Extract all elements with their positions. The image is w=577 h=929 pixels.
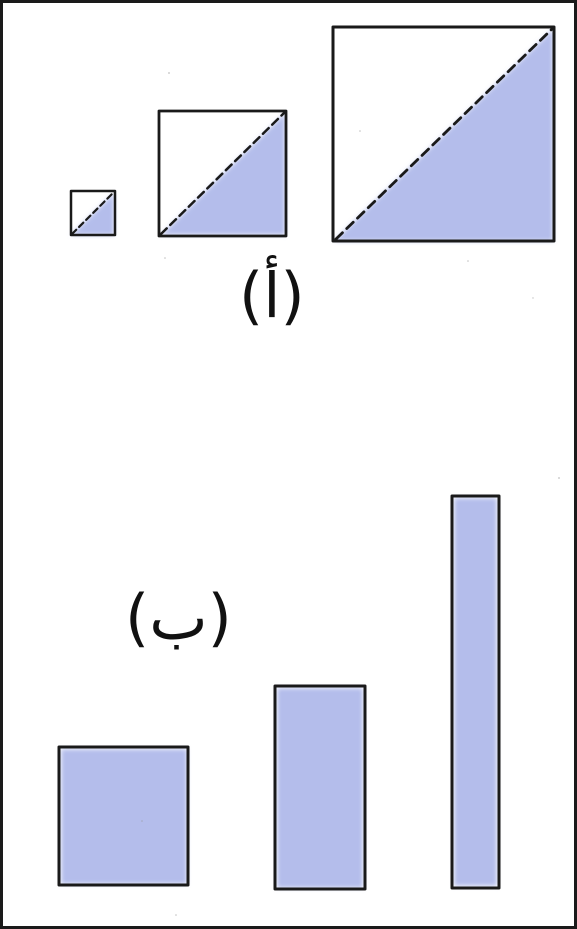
square-rectangle-fill [61, 749, 187, 884]
medium-rectangle-outline [273, 684, 367, 891]
small-square [69, 189, 117, 237]
tall-rectangle-outline [450, 494, 501, 890]
small-square-outline [69, 189, 117, 237]
diagram-canvas [57, 25, 560, 916]
tall-rectangle-fill [454, 498, 497, 886]
square-rectangle [57, 745, 190, 887]
paper-specks [141, 72, 560, 916]
medium-rectangle-fill [277, 688, 363, 888]
large-square [331, 25, 556, 243]
group-b-label: (ب) [125, 581, 232, 654]
large-square-outline [331, 25, 556, 243]
large-square-diagonal [334, 27, 554, 241]
square-rectangle-outline [57, 745, 190, 887]
tall-rectangle [450, 494, 501, 890]
medium-square-diagonal [159, 111, 286, 236]
medium-square [157, 109, 288, 238]
medium-square-outline [157, 109, 288, 238]
group-a-label: (أ) [239, 259, 305, 332]
medium-rectangle [273, 684, 367, 891]
small-square-diagonal [70, 190, 116, 236]
